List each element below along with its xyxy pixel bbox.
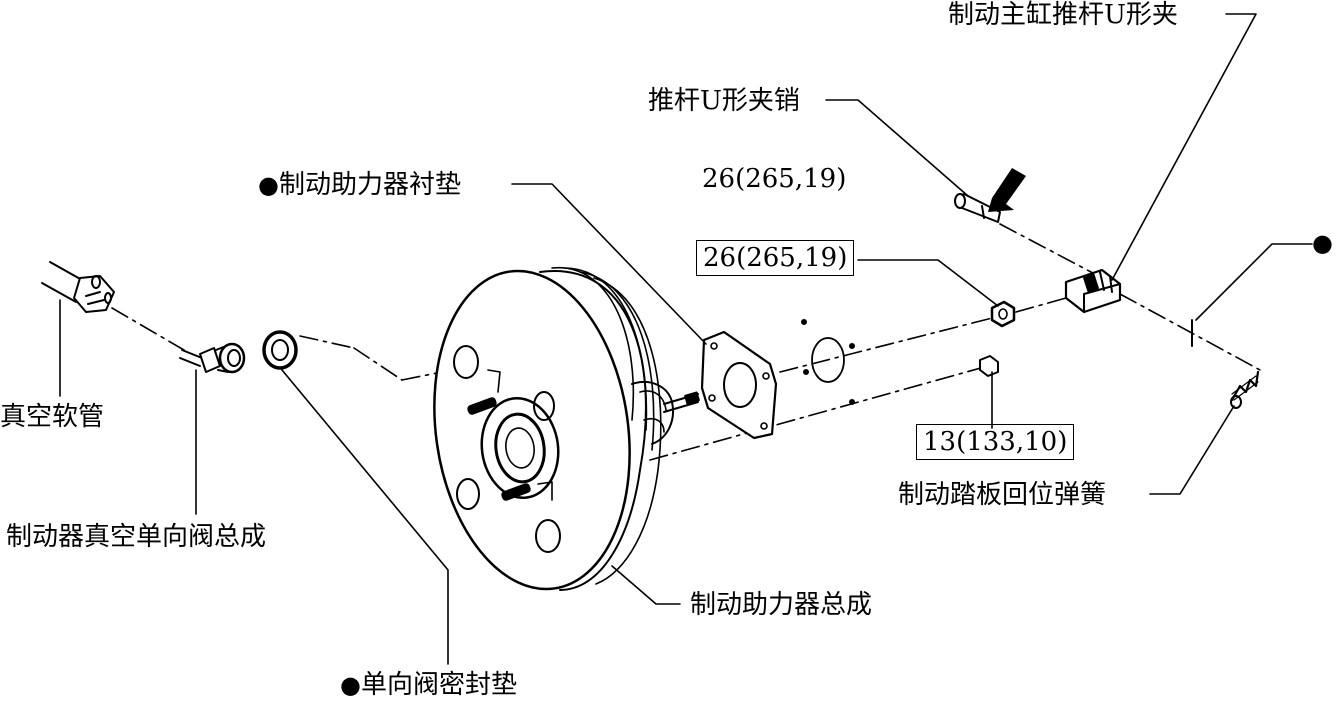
- o-ring-drawing: [801, 319, 855, 405]
- replace-marker-icon: ●: [1312, 229, 1333, 257]
- label-check-valve: 制动器真空单向阀总成: [6, 522, 267, 552]
- replace-marker-icon: ●: [258, 171, 279, 199]
- nut-drawing: [979, 300, 1016, 377]
- label-return-spring: 制动踏板回位弹簧: [898, 480, 1107, 510]
- label-booster-assembly: 制动助力器总成: [690, 590, 873, 620]
- label-torque-small: 13(133,10): [916, 424, 1075, 460]
- valve-seal-drawing: [262, 330, 298, 370]
- leader-lines: [59, 13, 1313, 665]
- booster-drawing: [433, 267, 700, 591]
- vacuum-hose-drawing: [41, 261, 115, 313]
- label-spring-clip-marker: ●: [1312, 228, 1333, 258]
- label-vacuum-hose: 真空软管: [0, 402, 105, 432]
- check-valve-drawing: [179, 342, 246, 374]
- label-pushrod-clevis: 制动主缸推杆U形夹: [948, 0, 1178, 30]
- clevis-pin-drawing: [954, 168, 1026, 223]
- pushrod-clevis-drawing: [1064, 268, 1122, 314]
- replace-marker-icon: ●: [340, 671, 361, 699]
- gasket-drawing: [700, 330, 778, 440]
- label-torque-plain: 26(265,19): [702, 164, 847, 194]
- label-booster-gasket-group: ●制动助力器衬垫: [258, 170, 461, 200]
- label-clevis-pin: 推杆U形夹销: [648, 86, 800, 116]
- label-booster-gasket: 制动助力器衬垫: [278, 170, 461, 200]
- label-torque-nut: 26(265,19): [696, 240, 855, 276]
- label-valve-seal-group: ●单向阀密封垫: [340, 670, 517, 700]
- return-spring-drawing: [1191, 319, 1260, 409]
- label-valve-seal: 单向阀密封垫: [360, 670, 517, 700]
